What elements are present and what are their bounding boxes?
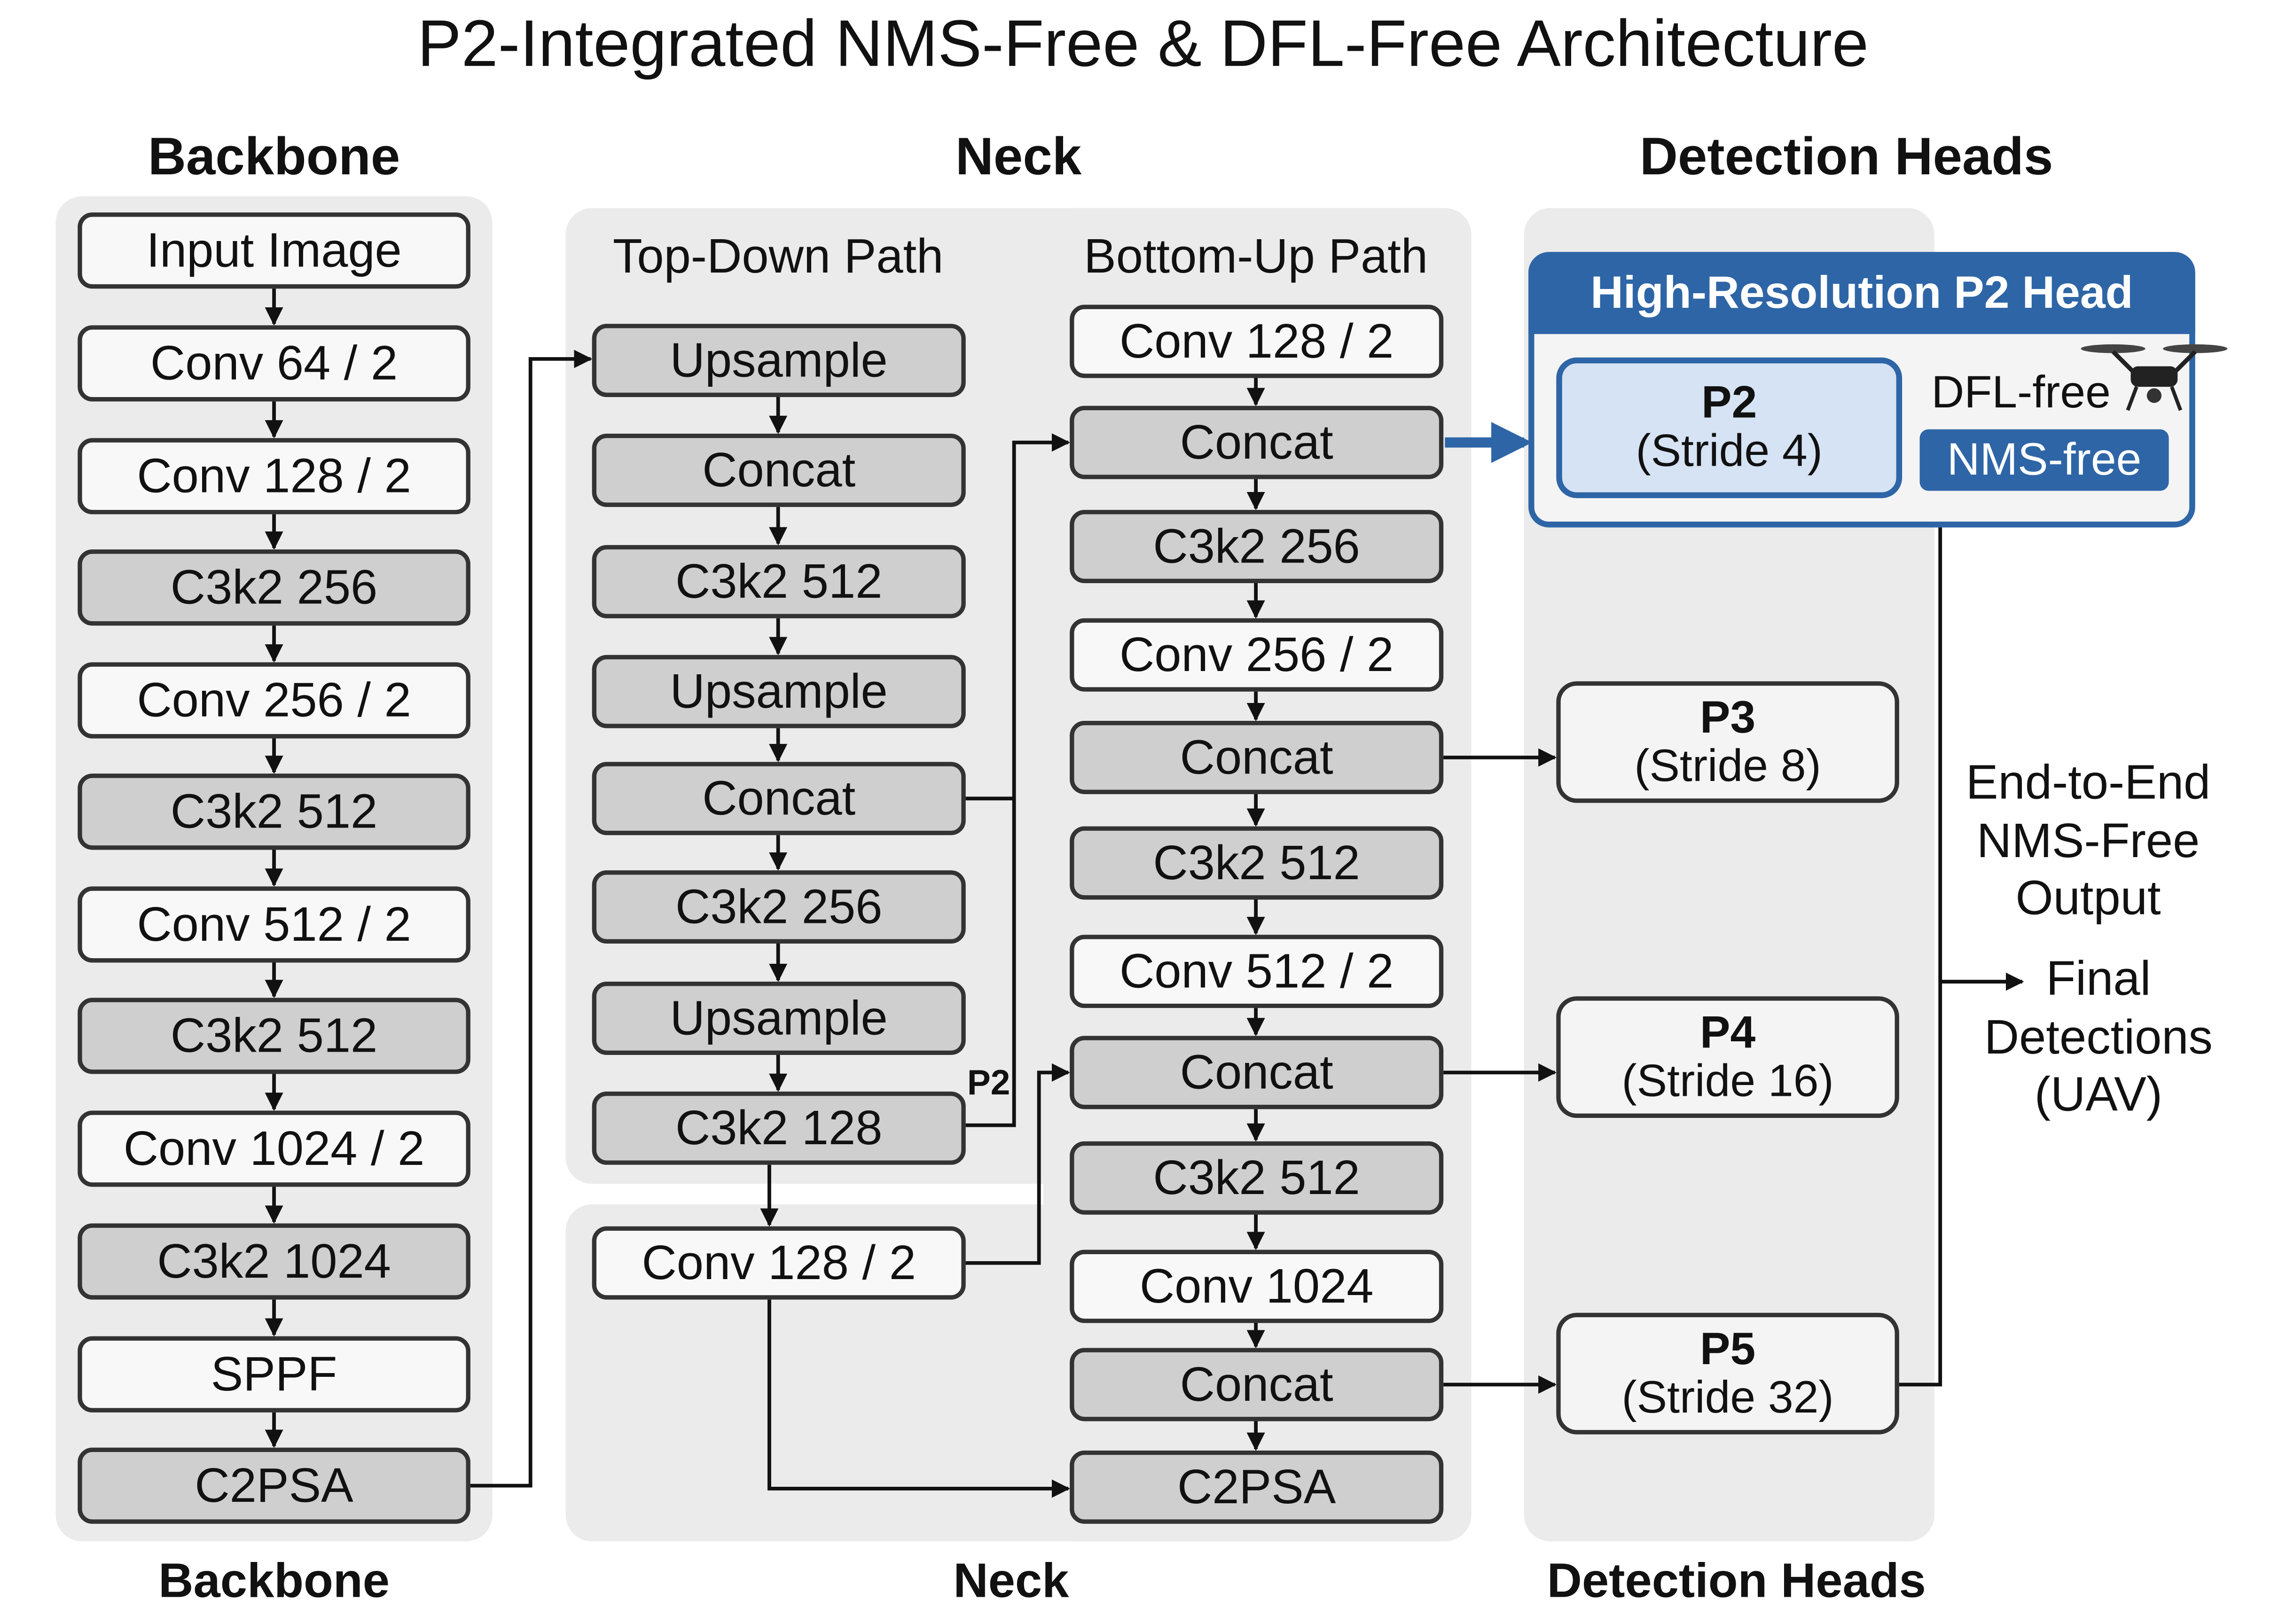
backbone-block-c2psa: C2PSA	[78, 1447, 470, 1524]
head-p3: P3 (Stride 8)	[1556, 681, 1899, 803]
backbone-block-conv64: Conv 64 / 2	[78, 325, 470, 402]
topdown-block-upsample1: Upsample	[592, 324, 966, 397]
final-line-2: Detections	[1984, 1009, 2213, 1063]
p2-tap-line	[965, 798, 1016, 1127]
bottomup-block-concat4: Concat	[1070, 1348, 1444, 1421]
topdown-block-concat2: Concat	[592, 762, 966, 835]
neck-header: Neck	[955, 126, 1082, 186]
backbone-block-c3k2-256: C3k2 256	[78, 549, 470, 626]
heads-footer: Detection Heads	[1547, 1553, 1926, 1608]
topdown-block-c3k2-512: C3k2 512	[592, 545, 966, 618]
output-bus-line	[1899, 527, 1942, 1387]
head-p4: P4 (Stride 16)	[1556, 996, 1899, 1118]
final-detections-text: Final Detections (UAV)	[1966, 949, 2230, 1123]
topdown-block-c3k2-256: C3k2 256	[592, 870, 966, 944]
final-line-1: Final	[2046, 951, 2151, 1005]
conv-to-c2psa-arrow	[767, 1299, 1070, 1498]
nms-free-badge: NMS-free	[1919, 429, 2169, 491]
neck-block-conv128-down: Conv 128 / 2	[592, 1226, 966, 1300]
bottomup-path-label: Bottom-Up Path	[1084, 228, 1428, 283]
output-text: End-to-End NMS-Free Output	[1949, 753, 2227, 927]
bottomup-block-c3k2-512b: C3k2 512	[1070, 1141, 1444, 1215]
backbone-block-conv512: Conv 512 / 2	[78, 886, 470, 963]
head-p3-name: P3	[1699, 691, 1756, 743]
topdown-path-label: Top-Down Path	[612, 228, 944, 283]
bottomup-block-c3k2-512a: C3k2 512	[1070, 826, 1444, 900]
backbone-block-c3k2-512b: C3k2 512	[78, 998, 470, 1074]
bottomup-block-conv256: Conv 256 / 2	[1070, 618, 1444, 692]
concat-to-bottomup-concat1-arrow	[965, 433, 1070, 801]
head-p5: P5 (Stride 32)	[1556, 1312, 1899, 1435]
bottomup-block-concat1: Concat	[1070, 406, 1444, 479]
bottomup-block-conv128: Conv 128 / 2	[1070, 304, 1444, 378]
output-line-3: Output	[2015, 870, 2161, 925]
p2-head-stride: (Stride 4)	[1636, 425, 1823, 476]
p2-head-name: P2	[1701, 377, 1757, 429]
p2-head-box: P2 (Stride 4)	[1556, 357, 1902, 499]
topdown-block-upsample3: Upsample	[592, 982, 966, 1055]
bottomup-block-concat2: Concat	[1070, 721, 1444, 794]
output-line-1: End-to-End	[1965, 754, 2211, 809]
backbone-block-sppf: SPPF	[78, 1336, 470, 1413]
head-p4-stride: (Stride 16)	[1621, 1054, 1834, 1106]
head-p5-name: P5	[1699, 1323, 1756, 1374]
head-p3-stride: (Stride 8)	[1634, 739, 1821, 791]
backbone-header: Backbone	[148, 126, 400, 186]
final-line-3: (UAV)	[2034, 1067, 2163, 1121]
dfl-free-label: DFL-free	[1931, 366, 2111, 418]
bottomup-block-conv1024: Conv 1024	[1070, 1249, 1444, 1323]
bottomup-block-c3k2-256: C3k2 256	[1070, 510, 1444, 583]
head-p5-stride: (Stride 32)	[1621, 1370, 1834, 1422]
heads-header: Detection Heads	[1639, 126, 2053, 186]
backbone-block-conv256: Conv 256 / 2	[78, 662, 470, 739]
topdown-block-c3k2-128: C3k2 128	[592, 1091, 966, 1165]
p2-tap-label: P2	[967, 1063, 1010, 1103]
backbone-block-input: Input Image	[78, 212, 470, 289]
conv-to-concat3-arrow	[965, 1063, 1070, 1265]
backbone-footer: Backbone	[158, 1553, 390, 1608]
bottomup-block-c2psa: C2PSA	[1070, 1450, 1444, 1524]
bottomup-block-conv512: Conv 512 / 2	[1070, 935, 1444, 1008]
head-p4-name: P4	[1699, 1006, 1756, 1058]
backbone-block-conv1024: Conv 1024 / 2	[78, 1110, 470, 1187]
backbone-to-neck-arrow	[470, 350, 593, 1488]
backbone-block-c3k2-1024: C3k2 1024	[78, 1223, 470, 1300]
backbone-block-c3k2-512a: C3k2 512	[78, 773, 470, 850]
output-line-2: NMS-Free	[1976, 812, 2200, 867]
neck-footer: Neck	[953, 1553, 1069, 1608]
drone-icon	[2081, 344, 2228, 411]
p2-head-banner: High-Resolution P2 Head	[1528, 252, 2195, 334]
diagram-title: P2-Integrated NMS-Free & DFL-Free Archit…	[417, 6, 1869, 81]
topdown-block-concat1: Concat	[592, 433, 966, 507]
topdown-block-upsample2: Upsample	[592, 655, 966, 728]
backbone-block-conv128: Conv 128 / 2	[78, 438, 470, 515]
bottomup-block-concat3: Concat	[1070, 1036, 1444, 1109]
